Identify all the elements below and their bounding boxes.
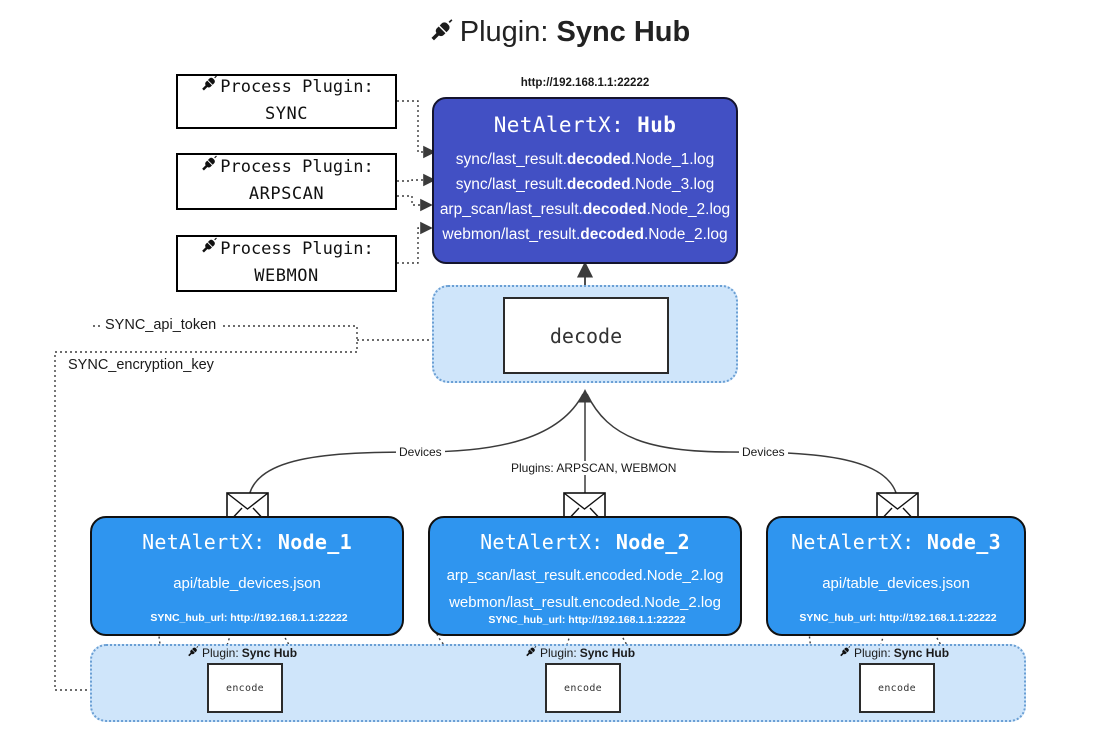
title-prefix: Plugin: <box>459 16 549 48</box>
encode-box-2[interactable]: encode <box>545 663 621 713</box>
encode-box-1[interactable]: encode <box>207 663 283 713</box>
caption-prefix: Plugin: <box>854 646 891 660</box>
caption-prefix: Plugin: <box>540 646 577 660</box>
node-3[interactable]: NetAlertX: Node_3 api/table_devices.json… <box>766 516 1026 636</box>
process-plugin-name: ARPSCAN <box>248 183 325 204</box>
hub-title: NetAlertX: Hub <box>434 113 736 137</box>
process-plugin-name: SYNC <box>265 103 308 124</box>
hub-log-line: sync/last_result.decoded.Node_1.log <box>434 147 736 172</box>
node-path-line: api/table_devices.json <box>822 575 970 592</box>
plug-icon <box>524 645 537 661</box>
hub-log-line: arp_scan/last_result.decoded.Node_2.log <box>434 197 736 222</box>
plug-icon <box>838 645 851 661</box>
node-title-name: Node_3 <box>926 530 1001 554</box>
process-plugin-label: Process Plugin: <box>220 77 374 97</box>
node-title-prefix: NetAlertX: <box>142 530 266 554</box>
node-title-prefix: NetAlertX: <box>791 530 915 554</box>
hub-log-post: .Node_1.log <box>630 151 715 168</box>
hub-log-pre: sync/last_result. <box>455 176 567 193</box>
hub-log-line: sync/last_result.decoded.Node_3.log <box>434 172 736 197</box>
encode-box-3[interactable]: encode <box>859 663 935 713</box>
edge-label-devices-left: Devices <box>396 445 445 459</box>
encode-plugin-caption-1: Plugin: Sync Hub <box>186 645 297 661</box>
node-title-prefix: NetAlertX: <box>480 530 604 554</box>
node-title: NetAlertX: Node_2 <box>430 530 740 554</box>
process-plugin-label: Process Plugin: <box>220 239 374 259</box>
encode-plugin-caption-3: Plugin: Sync Hub <box>838 645 949 661</box>
caption-name: Sync Hub <box>893 646 950 660</box>
node-title: NetAlertX: Node_1 <box>92 530 402 554</box>
encode-plugin-caption-2: Plugin: Sync Hub <box>524 645 635 661</box>
node-1[interactable]: NetAlertX: Node_1 api/table_devices.json… <box>90 516 404 636</box>
node-hub-url: SYNC_hub_url: http://192.168.1.1:22222 <box>150 612 348 624</box>
hub-log-post: .Node_2.log <box>643 226 728 243</box>
hub-log-post: .Node_2.log <box>646 201 731 218</box>
hub-log-em: decoded <box>566 151 631 168</box>
plug-icon <box>199 236 218 264</box>
node-hub-url: SYNC_hub_url: http://192.168.1.1:22222 <box>799 612 997 624</box>
node-hub-url: SYNC_hub_url: http://192.168.1.1:22222 <box>488 614 686 626</box>
process-plugin-webmon[interactable]: Process Plugin: WEBMON <box>176 235 397 292</box>
node-path-line: arp_scan/last_result.encoded.Node_2.log <box>446 567 724 584</box>
sync-encryption-key-label: SYNC_encryption_key <box>64 357 218 373</box>
node-2[interactable]: NetAlertX: Node_2 arp_scan/last_result.e… <box>428 516 742 636</box>
hub-log-pre: arp_scan/last_result. <box>439 201 583 218</box>
node-path-line: api/table_devices.json <box>173 575 321 592</box>
hub-title-name: Hub <box>637 113 677 137</box>
plug-icon <box>427 17 454 52</box>
decode-box[interactable]: decode <box>503 297 669 374</box>
hub-log-em: decoded <box>582 201 647 218</box>
hub-log-pre: sync/last_result. <box>455 151 567 168</box>
page-title: Plugin: Sync Hub <box>0 16 1117 52</box>
edge-label-plugins-center: Plugins: ARPSCAN, WEBMON <box>508 461 680 475</box>
caption-name: Sync Hub <box>579 646 636 660</box>
hub-log-em: decoded <box>580 226 644 243</box>
process-plugin-name: WEBMON <box>254 265 319 286</box>
hub-url-label: http://192.168.1.1:22222 <box>520 77 650 89</box>
caption-name: Sync Hub <box>241 646 298 660</box>
hub-title-prefix: NetAlertX: <box>493 113 625 137</box>
edge-label-devices-right: Devices <box>739 445 788 459</box>
caption-prefix: Plugin: <box>202 646 239 660</box>
node-title: NetAlertX: Node_3 <box>768 530 1024 554</box>
hub-log-line: webmon/last_result.decoded.Node_2.log <box>434 222 736 247</box>
title-name: Sync Hub <box>556 16 691 48</box>
node-path-line: webmon/last_result.encoded.Node_2.log <box>449 594 721 611</box>
plug-icon <box>186 645 199 661</box>
plug-icon <box>199 154 218 182</box>
hub-log-pre: webmon/last_result. <box>442 226 581 243</box>
node-title-name: Node_1 <box>277 530 352 554</box>
node-title-name: Node_2 <box>615 530 690 554</box>
sync-api-token-label: SYNC_api_token <box>101 317 221 333</box>
plug-icon <box>199 74 218 102</box>
hub-log-em: decoded <box>566 176 631 193</box>
hub-node[interactable]: NetAlertX: Hub sync/last_result.decoded.… <box>432 97 738 264</box>
process-plugin-label: Process Plugin: <box>220 157 374 177</box>
process-plugin-arpscan[interactable]: Process Plugin: ARPSCAN <box>176 153 397 210</box>
hub-log-post: .Node_3.log <box>630 176 715 193</box>
process-plugin-sync[interactable]: Process Plugin: SYNC <box>176 74 397 129</box>
